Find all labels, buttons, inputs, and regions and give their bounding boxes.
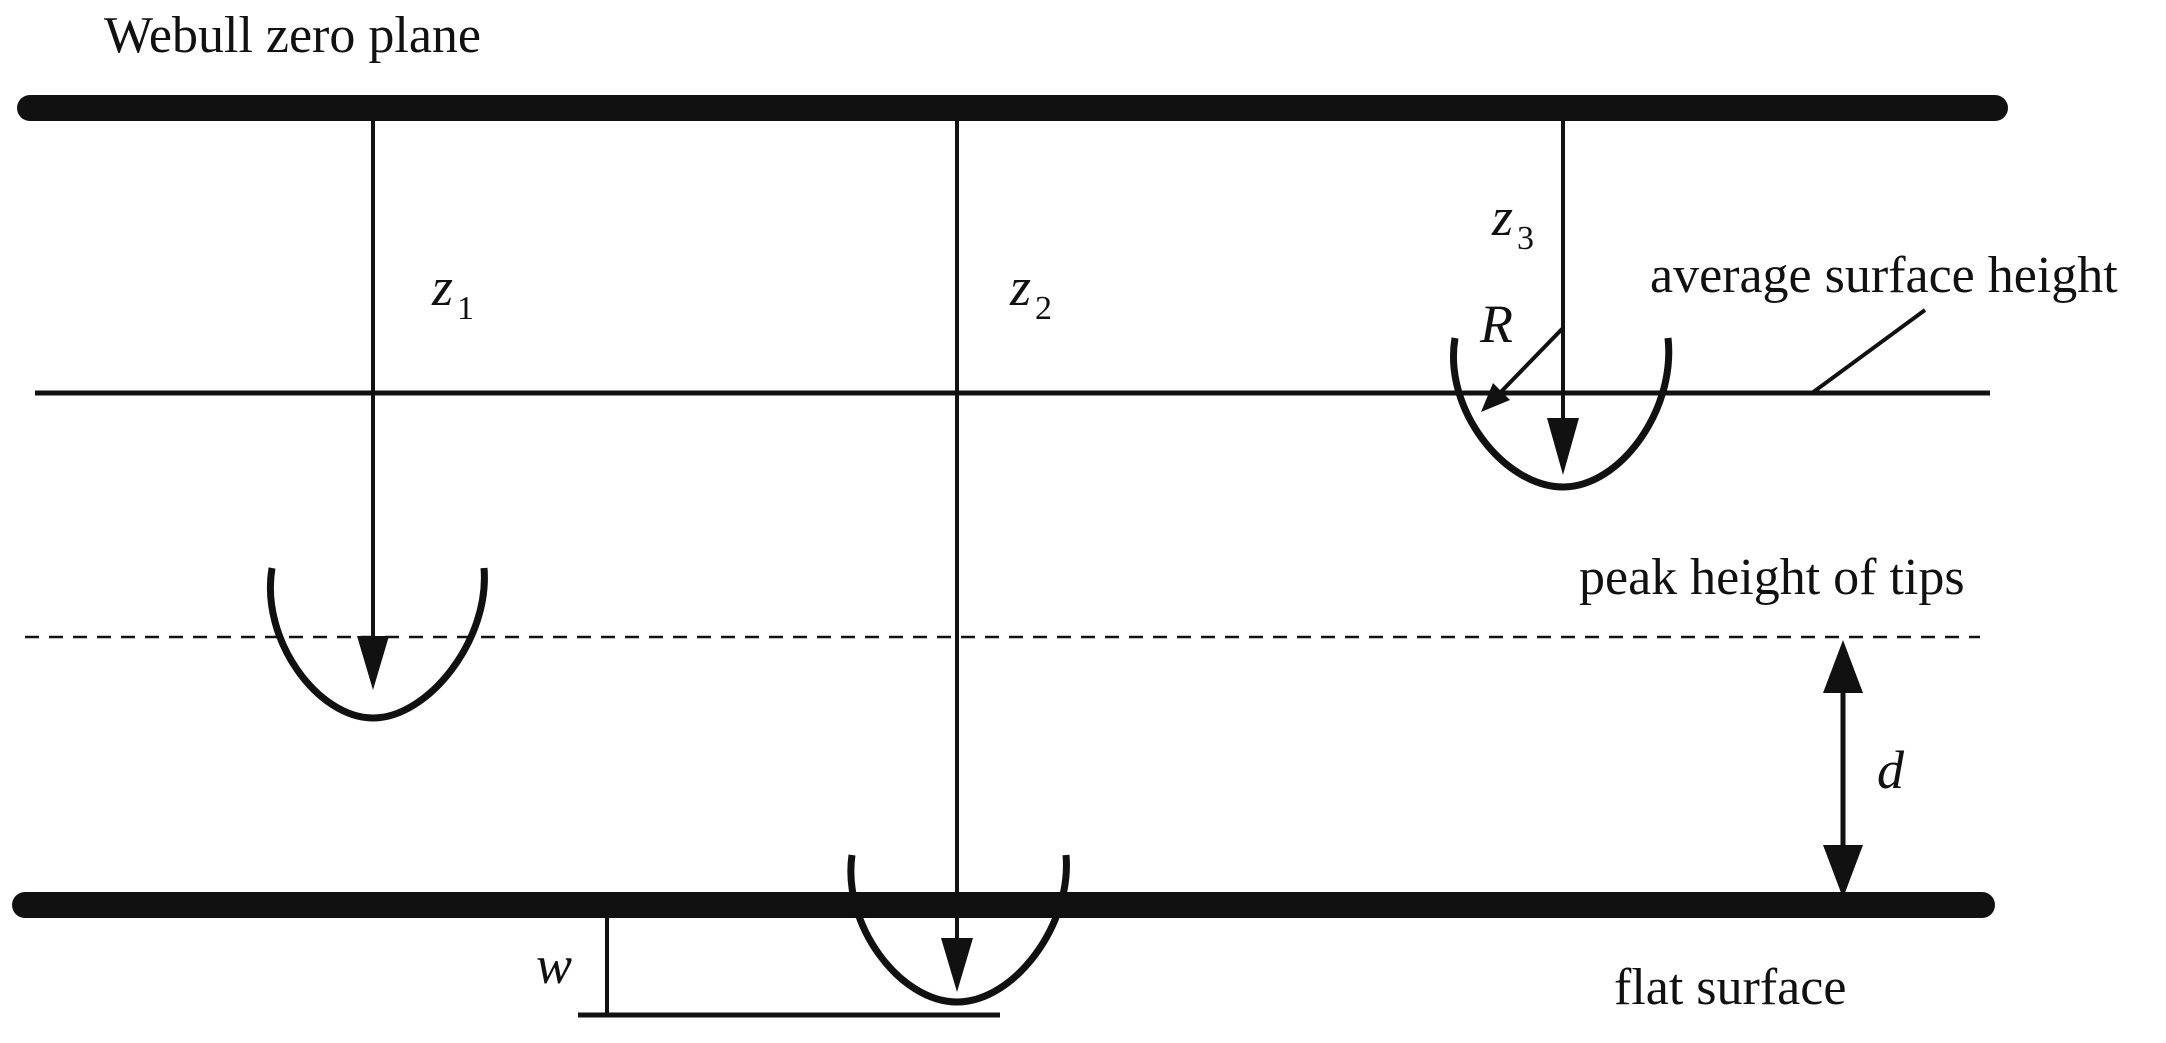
- separation-label: d: [1877, 740, 1904, 800]
- z2-symbol: z: [1010, 257, 1032, 317]
- z1-subscript: 1: [457, 290, 475, 327]
- radius-arrowhead: [1481, 383, 1510, 412]
- z3-subscript: 3: [1517, 220, 1535, 257]
- average-surface-height-label: average surface height: [1650, 247, 2118, 304]
- radius-arrow-shaft: [1493, 326, 1565, 400]
- separation-arrowhead-up: [1823, 640, 1863, 693]
- z3-arrowhead: [1547, 418, 1579, 475]
- z2-subscript: 2: [1035, 290, 1053, 327]
- separation-arrowhead-down: [1823, 845, 1863, 898]
- weibull-zero-plane-label: Webull zero plane: [104, 7, 481, 64]
- flat-surface-label: flat surface: [1614, 959, 1847, 1016]
- radius-label: R: [1480, 294, 1513, 354]
- asperity-tip-1: [267, 567, 488, 722]
- average-surface-height-leader: [1810, 308, 1927, 395]
- asperity-tip-3: [1450, 337, 1673, 491]
- z1-symbol: z: [432, 257, 454, 317]
- peak-height-of-tips-label: peak height of tips: [1579, 549, 1965, 606]
- asperity-tip-2: [847, 854, 1070, 1006]
- width-label: w: [536, 935, 573, 995]
- z2-arrowhead: [941, 938, 973, 992]
- z3-symbol: z: [1492, 187, 1514, 247]
- z1-arrowhead: [357, 636, 389, 690]
